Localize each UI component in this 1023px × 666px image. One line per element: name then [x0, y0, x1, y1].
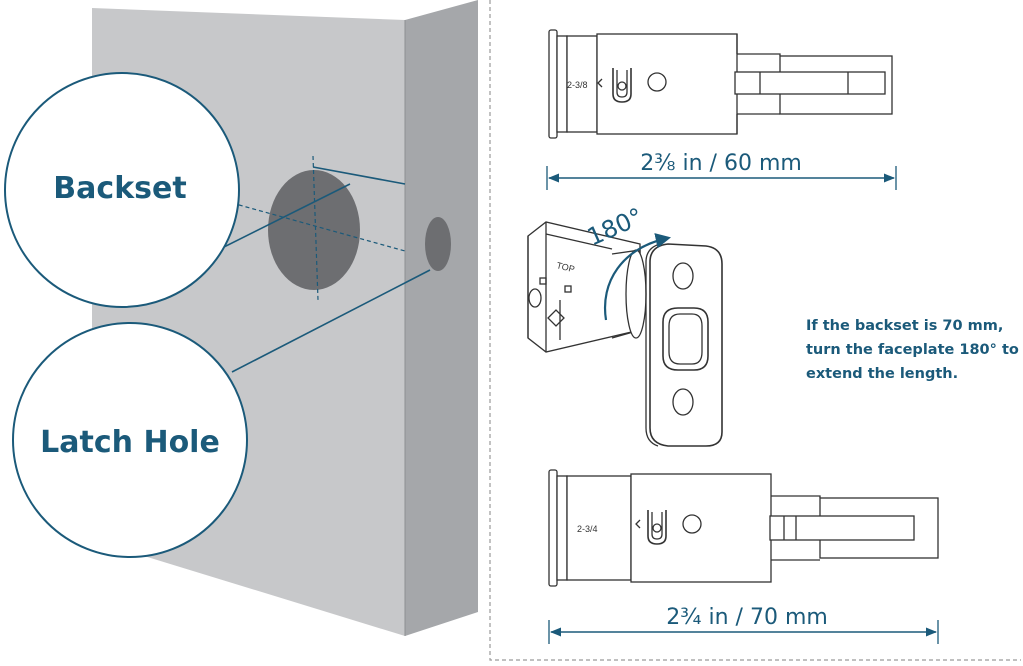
latch-rotation-drawing [527, 221, 723, 447]
dimension-top-label: 2⅜ in / 60 mm [640, 151, 802, 176]
backset-crosshair-horizontal [231, 202, 406, 252]
faceplate-note-line-2: turn the faceplate 180° to [806, 342, 1019, 358]
rotation-arrow [603, 233, 672, 321]
backset-callout-label: Backset [53, 171, 186, 206]
faceplate-note-line-1: If the backset is 70 mm, [806, 318, 1003, 334]
latch-hole-leader-line [231, 269, 431, 373]
latch-hole [425, 217, 451, 271]
backset-hole [268, 170, 360, 290]
backset-measure-line [312, 166, 406, 185]
faceplate-note-line-3: extend the length. [806, 366, 958, 382]
backset-crosshair-vertical [312, 155, 319, 301]
latch-top-drawing [548, 29, 893, 139]
latch-bottom-mark: 2-3/4 [577, 524, 598, 534]
dimension-bottom-label: 2¾ in / 70 mm [666, 605, 828, 630]
latch-hole-callout-label: Latch Hole [40, 425, 220, 460]
backset-callout: Backset [4, 72, 240, 308]
latch-hole-callout: Latch Hole [12, 322, 248, 558]
right-panel-dashed-border [489, 0, 1021, 661]
backset-leader-line [201, 183, 351, 259]
door-edge [405, 0, 478, 636]
latch-top-mark: 2-3/8 [567, 80, 588, 90]
latch-top-indicator: TOP [556, 260, 576, 274]
latch-bottom-drawing [548, 469, 939, 587]
